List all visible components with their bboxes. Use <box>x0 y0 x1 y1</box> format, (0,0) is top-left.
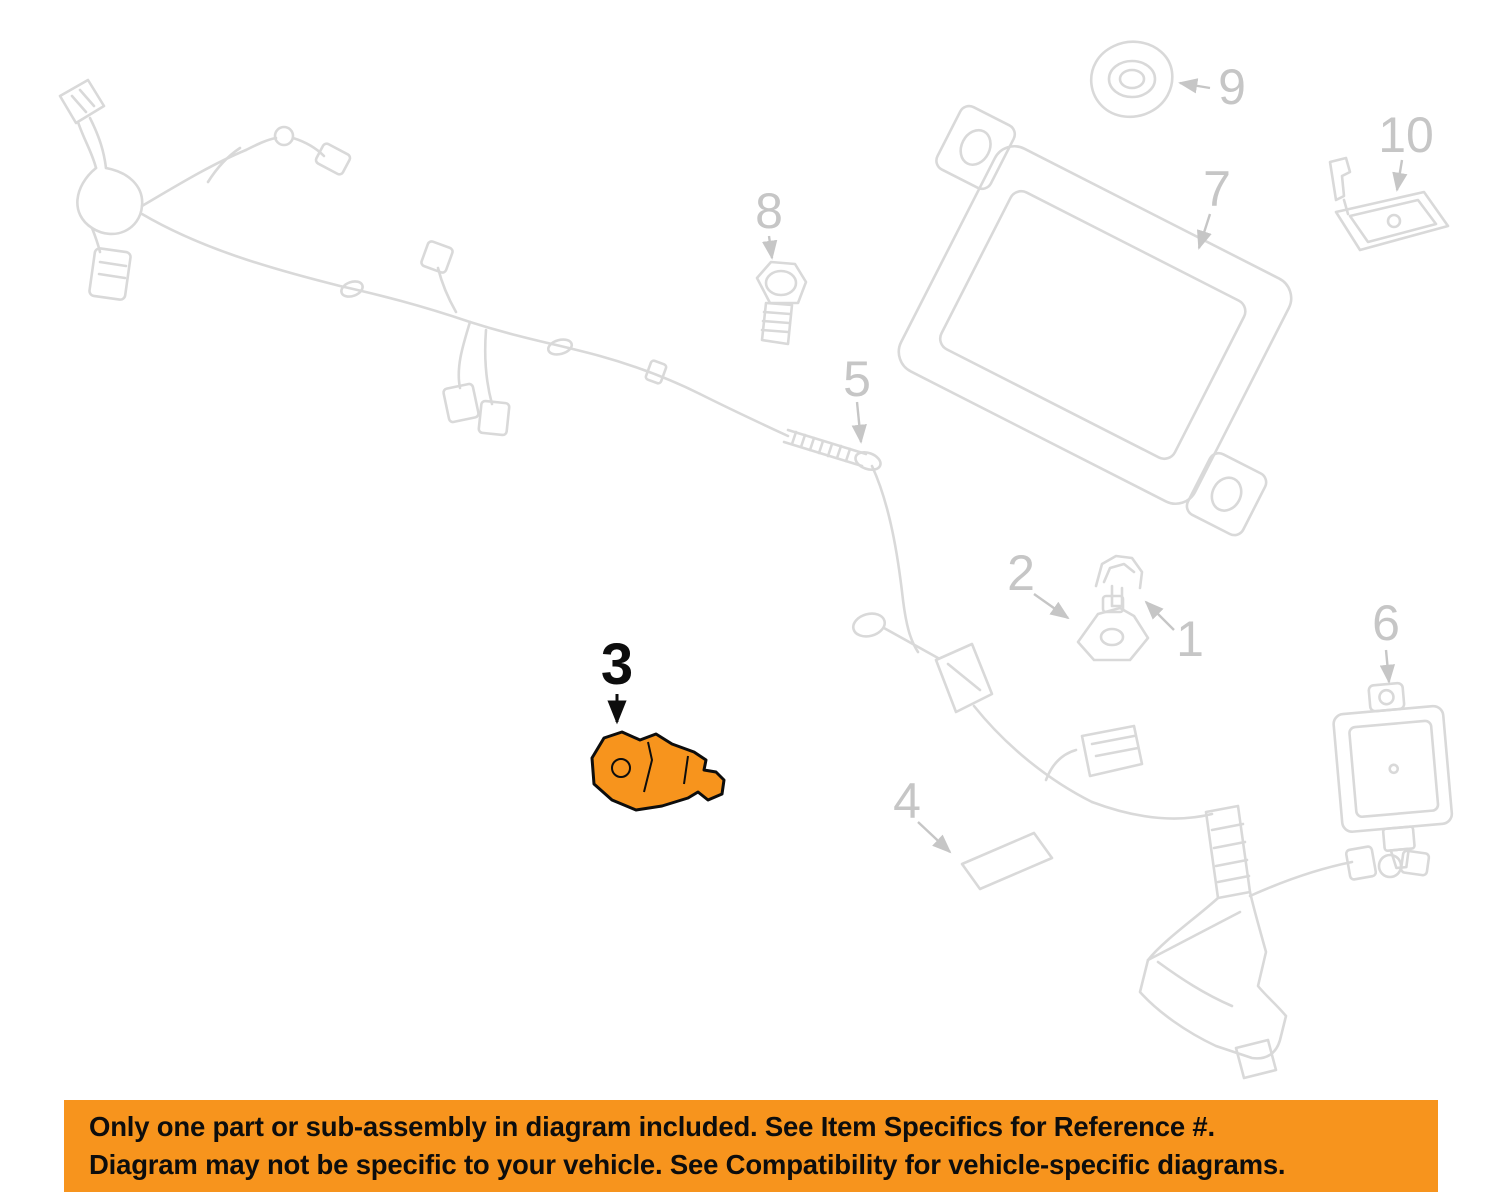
callout-4-arrow <box>917 821 952 854</box>
callout-9: 9 <box>1178 59 1246 115</box>
callout-7-arrow <box>1197 213 1212 250</box>
callout-2: 2 <box>1007 545 1070 620</box>
part-9-nut <box>1089 40 1174 119</box>
callout-4: 4 <box>893 773 952 854</box>
part-7-control-module <box>897 104 1293 537</box>
callout-6: 6 <box>1372 595 1400 684</box>
callout-5: 5 <box>843 351 871 444</box>
part-3-sensor-highlighted <box>590 730 726 812</box>
callout-5-arrow <box>851 401 867 444</box>
callout-10-number: 10 <box>1378 107 1434 163</box>
callout-2-number: 2 <box>1007 545 1035 601</box>
bottom-right-bracket-art <box>1138 804 1431 1080</box>
callout-6-number: 6 <box>1372 595 1400 651</box>
part-8-bolt <box>755 260 808 346</box>
callout-5-number: 5 <box>843 351 871 407</box>
callout-1: 1 <box>1144 600 1204 667</box>
harness-corrugated-tube <box>782 428 882 472</box>
callout-9-number: 9 <box>1218 59 1246 115</box>
callout-8: 8 <box>755 183 783 260</box>
callout-3: 3 <box>601 632 633 725</box>
callout-3-number: 3 <box>601 632 633 697</box>
callout-2-arrow <box>1033 593 1070 620</box>
disclaimer-banner: Only one part or sub-assembly in diagram… <box>64 1100 1438 1192</box>
callout-8-number: 8 <box>755 183 783 239</box>
wiring-harness-art <box>58 78 790 438</box>
lower-harness-art <box>851 464 1214 820</box>
part-2-bracket <box>1076 594 1150 662</box>
callout-1-number: 1 <box>1176 611 1204 667</box>
disclaimer-line-1: Only one part or sub-assembly in diagram… <box>89 1111 1215 1142</box>
part-4-label <box>960 831 1054 891</box>
part-10-sensor <box>1328 156 1450 252</box>
callout-7: 7 <box>1197 161 1231 250</box>
part-6-module <box>1332 681 1454 870</box>
callout-9-arrow <box>1178 78 1211 94</box>
callout-4-number: 4 <box>893 773 921 829</box>
disclaimer-line-2: Diagram may not be specific to your vehi… <box>89 1149 1286 1180</box>
callout-1-arrow <box>1144 600 1175 631</box>
callouts: 1 2 3 4 5 6 <box>601 59 1434 854</box>
callout-8-arrow <box>762 235 778 260</box>
callout-10: 10 <box>1378 107 1434 192</box>
callout-10-arrow <box>1392 159 1408 192</box>
callout-6-arrow <box>1379 649 1396 684</box>
callout-7-number: 7 <box>1203 161 1231 217</box>
